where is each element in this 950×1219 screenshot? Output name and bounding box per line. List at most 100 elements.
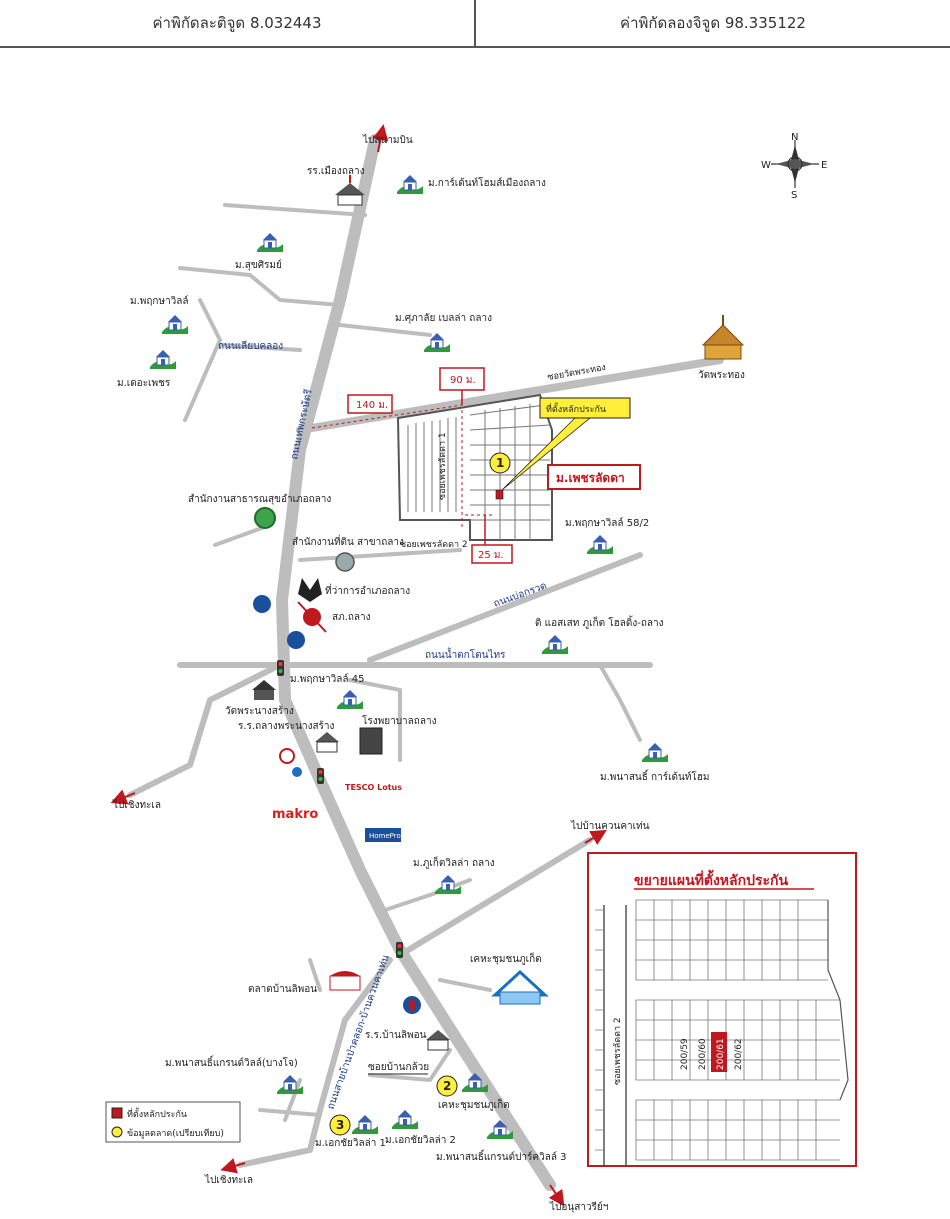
soi-wat-phra-thong-road bbox=[296, 356, 724, 434]
marker-1[interactable]: 1 bbox=[489, 452, 511, 474]
inset-soi-label: ซอยเพชรลัดดา 2 bbox=[613, 1017, 623, 1085]
temple-icon bbox=[701, 315, 745, 360]
road-network bbox=[127, 134, 724, 1191]
house-icon bbox=[541, 634, 569, 655]
inset-title: ขยายแผนที่ตั้งหลักประกัน bbox=[634, 869, 788, 889]
moo-the-phet-label: ม.เดอะเพชร bbox=[117, 378, 171, 389]
house-icon bbox=[256, 232, 284, 253]
collateral-marker[interactable] bbox=[495, 489, 504, 500]
svg-text:N: N bbox=[791, 132, 798, 143]
homepro-label: HomePro bbox=[369, 832, 401, 840]
marker-3[interactable]: 3 bbox=[329, 1114, 351, 1136]
to-chalong-bottom-label: ไปเชิงทะเล bbox=[204, 1174, 253, 1186]
district-office-icon bbox=[298, 578, 322, 602]
house-icon bbox=[336, 689, 364, 710]
police-label: สภ.ถลาง bbox=[332, 612, 371, 623]
legend: ที่ตั้งหลักประกัน ข้อมูลตลาด(เปรียบเทียบ… bbox=[105, 1101, 241, 1143]
to-chalong-west-label: ไปเชิงทะเล bbox=[112, 799, 161, 811]
house-icon bbox=[396, 174, 424, 195]
arrow-to-tha-rua bbox=[548, 1184, 565, 1207]
market-ban-lipon-label: ตลาดบ้านลิพอน bbox=[248, 983, 317, 995]
latitude-label: ค่าพิกัดละติจูด 8.032443 bbox=[152, 14, 322, 32]
inset-lot-3: 200/61 bbox=[716, 1038, 726, 1070]
arrow-to-ban-khuan bbox=[584, 829, 607, 845]
moo-phrueksa-45-label: ม.พฤกษาวิลล์ 45 bbox=[290, 673, 364, 685]
land-office-label: สำนักงานที่ดิน สาขาถลาง bbox=[292, 534, 404, 548]
wat-phra-nang-label: วัดพระนางสร้าง bbox=[225, 705, 294, 717]
traffic-light-icon bbox=[396, 942, 403, 958]
svg-text:1: 1 bbox=[496, 456, 504, 470]
moo-ekachai-2-label: ม.เอกชัยวิลล่า 2 bbox=[385, 1135, 456, 1146]
svg-text:2: 2 bbox=[443, 1079, 451, 1093]
school-icon bbox=[315, 732, 339, 753]
hometown-label: ดิ แอสเสท ภูเก็ต โฮลดิ้ง-ถลาง bbox=[535, 615, 664, 629]
bank-icon bbox=[253, 595, 271, 613]
wat-phra-thong-label: วัดพระทอง bbox=[698, 370, 745, 381]
school-icon bbox=[335, 175, 365, 206]
main-highway bbox=[276, 134, 556, 1191]
inset-collateral-lot[interactable] bbox=[711, 1032, 727, 1072]
svg-text:E: E bbox=[821, 160, 827, 171]
keha-chumchon-label: เคหะชุมชนภูเก็ต bbox=[438, 1097, 510, 1111]
svg-text:W: W bbox=[761, 160, 771, 171]
house-icon bbox=[351, 1114, 379, 1135]
moo-suk-sirom-label: ม.สุขศิรมย์ bbox=[235, 259, 282, 271]
location-map[interactable]: ไปสนามบิน ไปเชิงทะเล ไปบ้านควนคาเท่น ไปเ… bbox=[0, 48, 950, 1219]
moo-supalai-label: ม.ศุภาลัย เบลล่า ถลาง bbox=[395, 313, 492, 324]
health-office-icon bbox=[254, 507, 276, 529]
svg-text:3: 3 bbox=[336, 1118, 344, 1132]
legend-market: ข้อมูลตลาด(เปรียบเทียบ) bbox=[127, 1128, 224, 1139]
latitude-cell: ค่าพิกัดละติจูด 8.032443 bbox=[0, 0, 474, 46]
distance-140: 140 ม. bbox=[347, 394, 393, 414]
arrow-to-airport bbox=[372, 124, 389, 153]
legend-collateral: ที่ตั้งหลักประกัน bbox=[127, 1107, 187, 1120]
svg-text:25 ม.: 25 ม. bbox=[478, 550, 504, 561]
road-label-liap-khlong: ถนนเลียบคลอง bbox=[218, 340, 283, 352]
moo-phrueksa-west-label: ม.พฤกษาวิลล์ bbox=[130, 295, 189, 307]
gas-station-icon bbox=[279, 748, 295, 764]
moo-phanasin-grand-label: ม.พนาสนธิ์แกรนด์วิลล์(บางโจ) bbox=[165, 1055, 298, 1069]
direction-arrows bbox=[110, 124, 607, 1207]
soi-phet-lada-2-label: ซอยเพชรลัดดา 2 bbox=[400, 540, 468, 550]
moo-ekachai-1-label: ม.เอกชัยวิลล่า 1 bbox=[315, 1138, 386, 1149]
svg-text:140 ม.: 140 ม. bbox=[356, 400, 388, 411]
tesco-label: TESCO Lotus bbox=[345, 783, 402, 792]
hospital-label: โรงพยาบาลถลาง bbox=[362, 714, 437, 727]
svg-text:ที่ตั้งหลักประกัน: ที่ตั้งหลักประกัน bbox=[546, 402, 606, 415]
hospital-icon bbox=[359, 727, 383, 755]
inset-lot-1: 200/59 bbox=[680, 1038, 690, 1070]
collateral-callout: ที่ตั้งหลักประกัน bbox=[501, 397, 631, 491]
svg-text:90 ม.: 90 ม. bbox=[450, 375, 476, 386]
school-ban-lipon-label: ร.ร.บ้านลิพอน bbox=[365, 1029, 427, 1041]
school-mueang-thalang-label: รร.เมืองถลาง bbox=[307, 165, 365, 177]
central-phuket-label: เคหะชุมชนภูเก็ต bbox=[470, 951, 542, 965]
arrow-to-chalong-bottom bbox=[220, 1158, 246, 1174]
school-phra-nang-label: ร.ร.ถลางพระนางสร้าง bbox=[238, 720, 335, 732]
moo-phuket-villa-label: ม.ภูเก็ตวิลล่า ถลาง bbox=[413, 855, 495, 869]
house-icon bbox=[149, 349, 177, 370]
house-icon bbox=[641, 742, 669, 763]
ptt-station-icon bbox=[403, 996, 421, 1014]
to-airport-label: ไปสนามบิน bbox=[362, 134, 413, 146]
police-icon bbox=[297, 601, 327, 633]
inset-lot-2: 200/60 bbox=[698, 1038, 708, 1070]
arrow-to-chalong-west bbox=[110, 789, 136, 805]
homepro-logo bbox=[365, 828, 401, 842]
district-office-label: ที่ว่าการอำเภอถลาง bbox=[325, 583, 410, 597]
land-office-icon bbox=[335, 552, 355, 572]
property-name-box: ม.เพชรลัดดา bbox=[547, 464, 641, 490]
post-office-icon bbox=[287, 631, 305, 649]
temple-icon bbox=[252, 680, 276, 700]
marker-2[interactable]: 2 bbox=[436, 1075, 458, 1097]
road-label-namtok: ถนนน้ำตกโตนไทร bbox=[425, 647, 506, 661]
water-icon bbox=[292, 767, 302, 777]
makro-label: makro bbox=[272, 807, 318, 822]
soi-phet-lada-1-label: ซอยเพชรลัดดา 1 bbox=[438, 432, 448, 500]
traffic-light-icon bbox=[317, 768, 324, 784]
health-office-label: สำนักงานสาธารณสุขอำเภอถลาง bbox=[188, 494, 331, 505]
svg-text:S: S bbox=[791, 190, 797, 201]
inset-lot-4: 200/62 bbox=[734, 1038, 744, 1070]
inset-map: ขยายแผนที่ตั้งหลักประกัน ซอยเพชรลัดดา 2 … bbox=[587, 852, 857, 1167]
moo-phanasin-garden-label: ม.พนาสนธิ์ การ์เด้นท์โฮม bbox=[600, 769, 709, 783]
to-ban-khuan-label: ไปบ้านควนคาเท่น bbox=[570, 820, 650, 832]
